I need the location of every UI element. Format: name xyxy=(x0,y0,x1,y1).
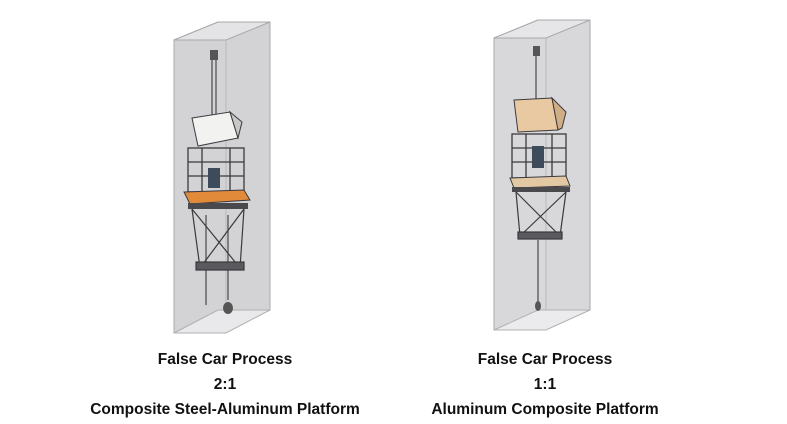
hoist-motor xyxy=(208,168,220,188)
canopy-roof xyxy=(513,96,567,133)
bottom-pulley xyxy=(535,301,541,311)
caption-2to1: False Car Process 2:1 Composite Steel-Al… xyxy=(60,347,390,422)
lower-sling-frame xyxy=(515,191,567,240)
top-sheave xyxy=(210,50,218,60)
caption-1to1: False Car Process 1:1 Aluminum Composite… xyxy=(380,347,710,422)
hoistway-shaft xyxy=(493,19,591,331)
platform-type: Aluminum Composite Platform xyxy=(431,401,659,418)
panel-2to1: False Car Process 2:1 Composite Steel-Al… xyxy=(60,0,390,424)
roping-ratio: 2:1 xyxy=(213,376,237,393)
process-title: False Car Process xyxy=(477,351,613,368)
false-car-2to1-illustration xyxy=(173,21,271,334)
platform-deck xyxy=(183,189,251,209)
top-sheave xyxy=(533,46,540,56)
process-title: False Car Process xyxy=(157,351,293,368)
roping-ratio: 1:1 xyxy=(533,376,557,393)
platform-deck xyxy=(509,175,571,192)
canopy-roof xyxy=(191,110,243,147)
hoist-rope xyxy=(535,48,539,310)
lower-sling-frame xyxy=(191,208,245,271)
panel-1to1: False Car Process 1:1 Aluminum Composite… xyxy=(380,0,710,424)
false-car-1to1-illustration xyxy=(493,19,591,331)
platform-type: Composite Steel-Aluminum Platform xyxy=(90,401,360,418)
hoist-motor xyxy=(532,146,544,168)
bottom-pulley xyxy=(223,302,233,314)
